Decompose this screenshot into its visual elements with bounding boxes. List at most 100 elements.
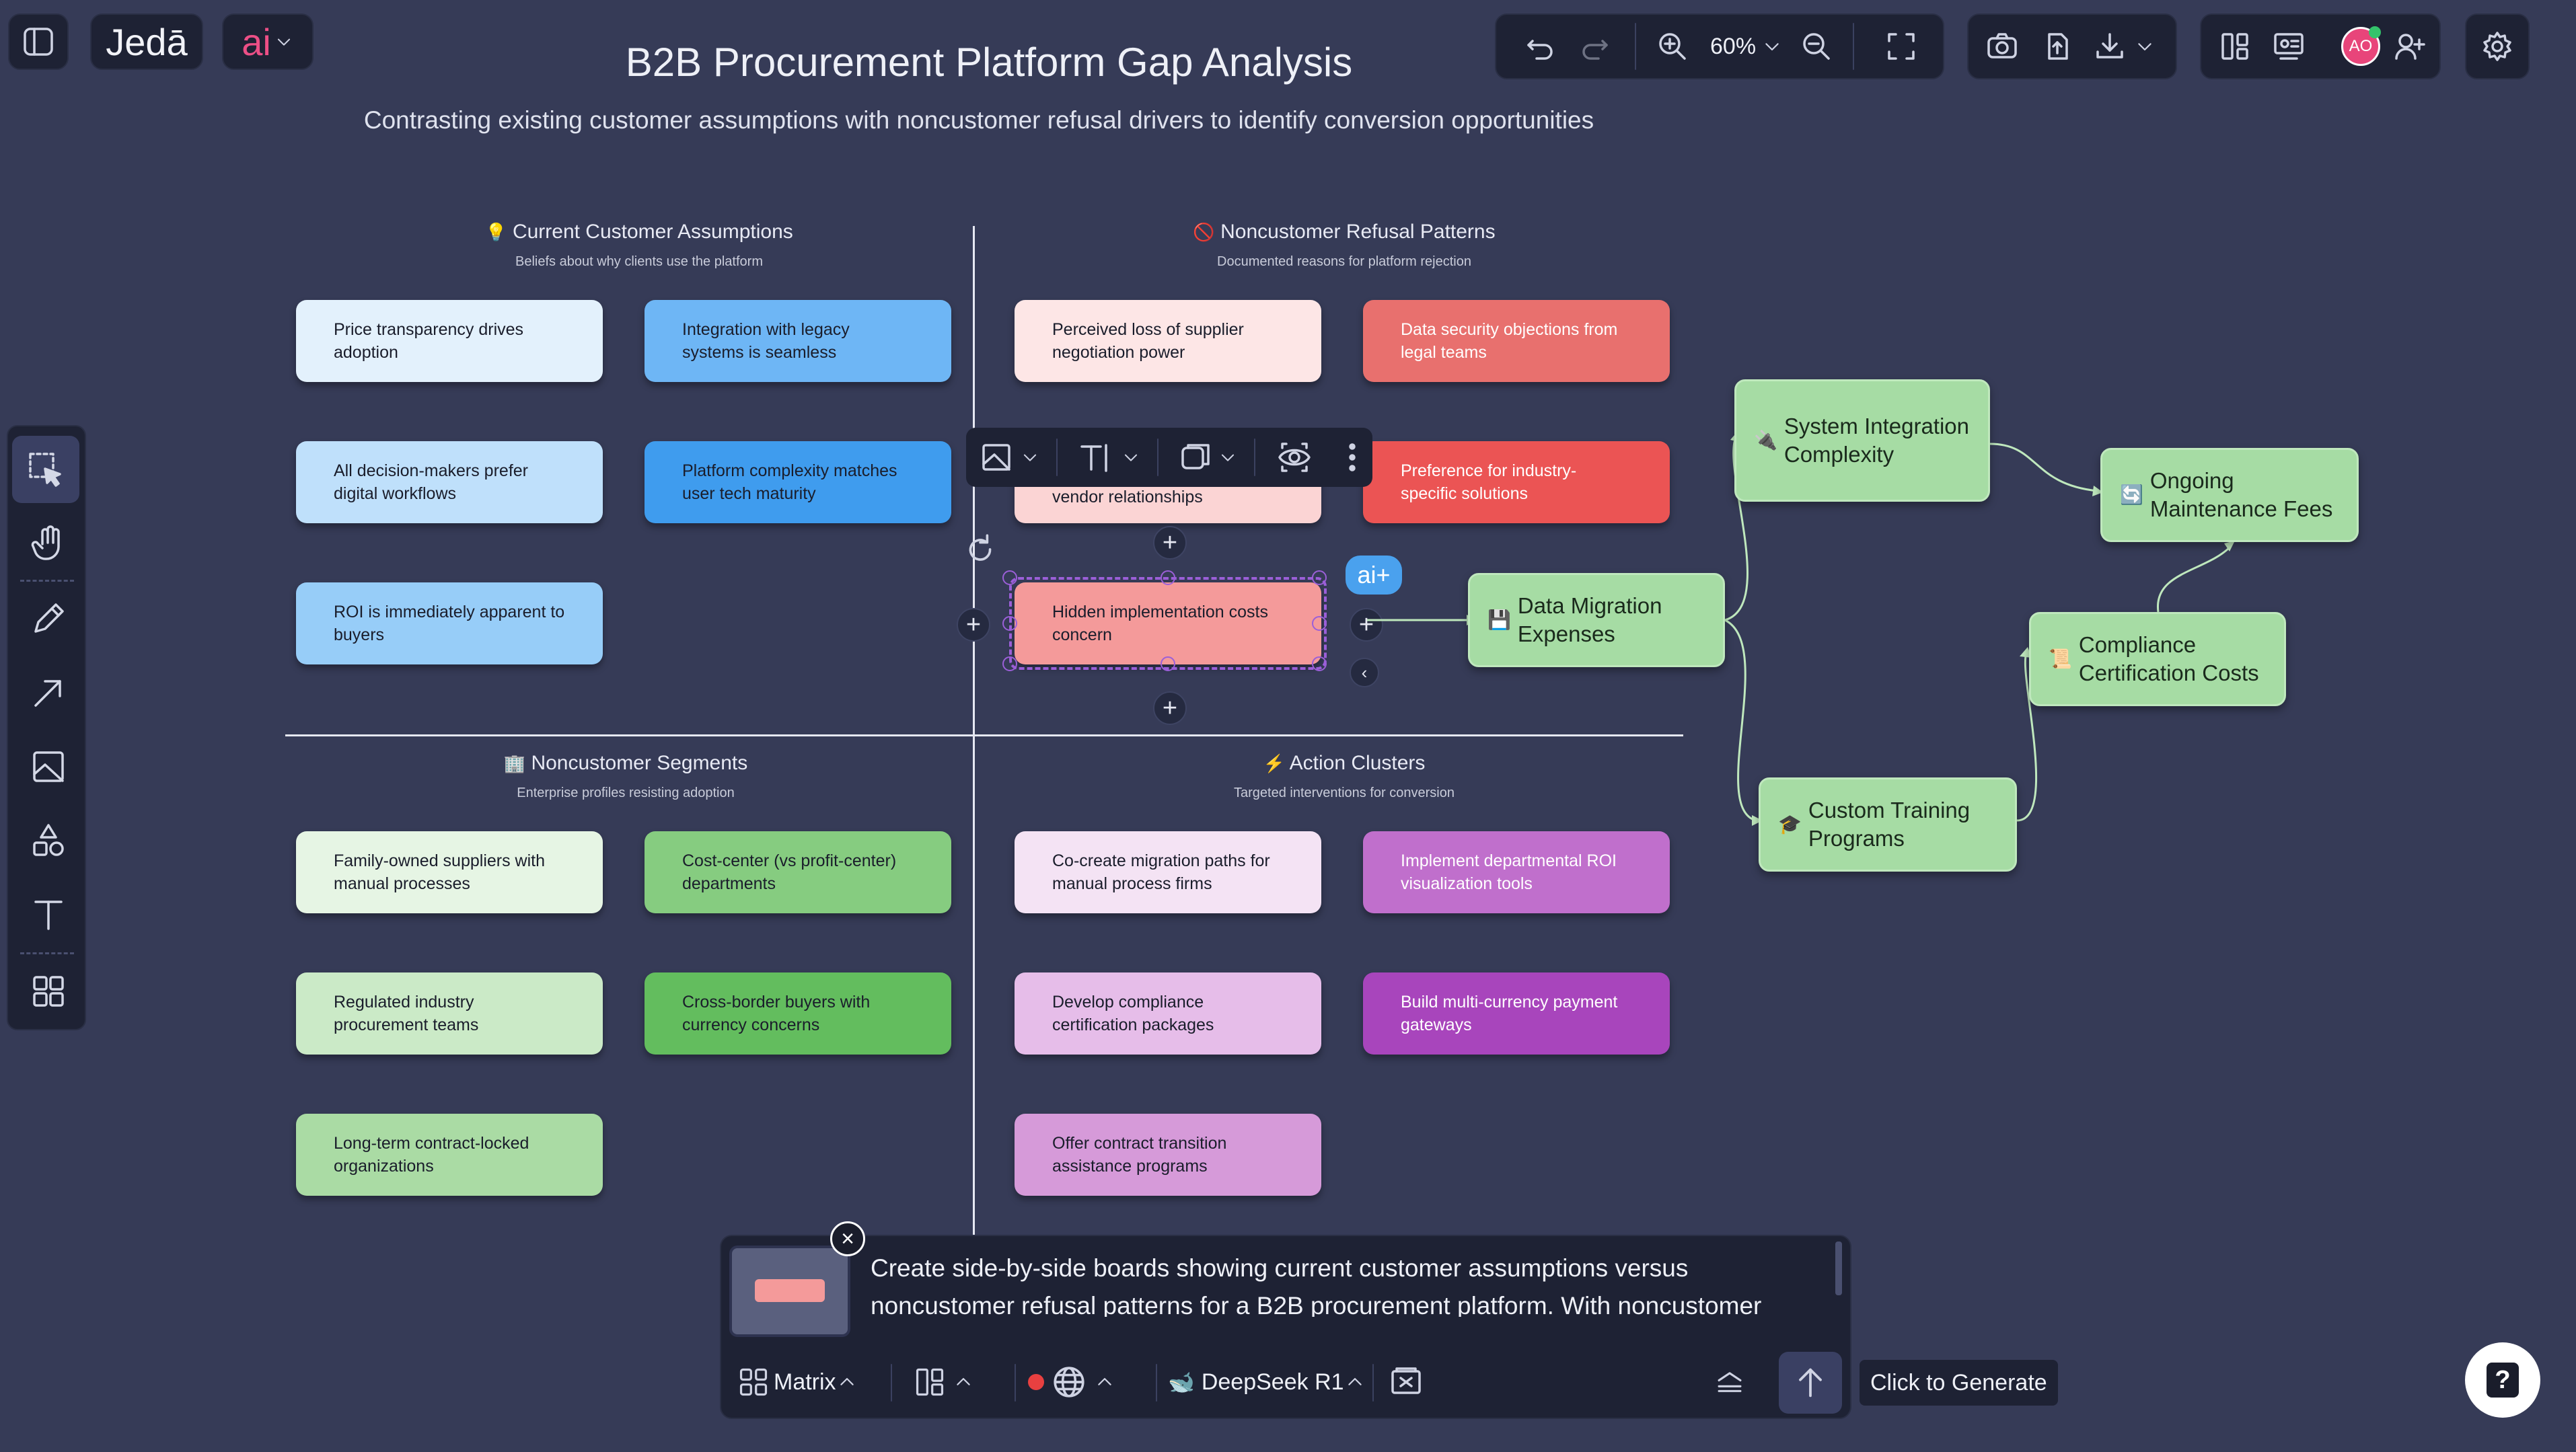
whale-icon: 🐋	[1168, 1370, 1195, 1394]
hand-tool[interactable]	[11, 510, 86, 577]
flow-node-custom-training[interactable]: 🎓 Custom Training Programs	[1759, 777, 2017, 872]
redo-icon[interactable]	[1577, 29, 1612, 64]
resize-handle[interactable]	[1002, 616, 1017, 631]
page-title: B2B Procurement Platform Gap Analysis	[625, 40, 1353, 85]
resize-handle[interactable]	[1312, 616, 1327, 631]
sticky-note[interactable]: Family-owned suppliers with manual proce…	[296, 831, 603, 913]
sticky-note[interactable]: Co-create migration paths for manual pro…	[1015, 831, 1321, 913]
help-icon: ?	[2487, 1363, 2519, 1398]
presentation-icon[interactable]	[2271, 29, 2306, 64]
arrow-tool[interactable]	[11, 659, 86, 726]
undo-icon[interactable]	[1523, 29, 1558, 64]
download-icon[interactable]	[2092, 29, 2127, 64]
logo[interactable]: Jedā	[90, 13, 203, 70]
flow-node-compliance[interactable]: 📜 Compliance Certification Costs	[2029, 612, 2286, 706]
text-format-icon[interactable]	[1078, 440, 1113, 475]
board-subtitle-segments: Enterprise profiles resisting adoption	[517, 786, 735, 800]
chevron-down-icon[interactable]	[2134, 36, 2156, 57]
board-subtitle-actions: Targeted interventions for conversion	[1234, 786, 1455, 800]
select-tool[interactable]	[12, 436, 79, 503]
flow-node-data-migration[interactable]: 💾 Data Migration Expenses	[1468, 573, 1725, 667]
stack-icon	[1714, 1367, 1745, 1398]
image-tool[interactable]	[11, 733, 86, 800]
sticky-note[interactable]: Implement departmental ROI visualization…	[1363, 831, 1670, 913]
resize-handle[interactable]	[1002, 656, 1017, 671]
resize-handle[interactable]	[1161, 656, 1175, 671]
more-options-icon[interactable]	[1335, 440, 1370, 475]
upload-icon[interactable]	[2040, 29, 2075, 64]
resize-handle[interactable]	[1312, 570, 1327, 585]
rotate-icon[interactable]	[962, 531, 998, 568]
chevron-down-icon[interactable]	[1121, 447, 1141, 467]
toolbar-divider	[1157, 438, 1158, 476]
expand-prompt-button[interactable]	[1714, 1364, 1745, 1402]
sticky-note[interactable]: Perceived loss of supplier negotiation p…	[1015, 300, 1321, 382]
add-node-bottom-button[interactable]: +	[1153, 691, 1187, 725]
collapse-button[interactable]: ‹	[1350, 658, 1379, 687]
plug-icon: 🔌	[1754, 430, 1777, 451]
sticky-note[interactable]: Platform complexity matches user tech ma…	[645, 441, 951, 523]
sticky-note[interactable]: All decision-makers prefer digital workf…	[296, 441, 603, 523]
shape-style-icon[interactable]	[1179, 440, 1214, 475]
sticky-note[interactable]: Offer contract transition assistance pro…	[1015, 1114, 1321, 1196]
chevron-down-icon[interactable]	[1020, 447, 1040, 467]
sticky-note[interactable]: Cross-border buyers with currency concer…	[645, 972, 951, 1055]
visibility-icon[interactable]	[1277, 440, 1312, 475]
sticky-note[interactable]: Regulated industry procurement teams	[296, 972, 603, 1055]
resize-handle[interactable]	[1002, 570, 1017, 585]
add-node-right-button[interactable]: +	[1350, 608, 1383, 642]
sticky-note[interactable]: Price transparency drives adoption	[296, 300, 603, 382]
sticky-note[interactable]: Data security objections from legal team…	[1363, 300, 1670, 382]
ai-plus-button[interactable]: ai+	[1346, 556, 1402, 595]
slides-button[interactable]	[1389, 1359, 1424, 1406]
zoom-in-icon[interactable]	[1655, 29, 1690, 64]
image-style-icon[interactable]	[980, 440, 1015, 475]
help-glyph: ?	[2495, 1365, 2511, 1394]
sticky-note[interactable]: Build multi-currency payment gateways	[1363, 972, 1670, 1055]
generate-button[interactable]	[1779, 1352, 1842, 1414]
zoom-level[interactable]: 60%	[1710, 33, 1757, 59]
resize-handle[interactable]	[1312, 656, 1327, 671]
sticky-note-selected[interactable]: Hidden implementation costs concern	[1015, 582, 1321, 664]
add-node-top-button[interactable]: +	[1153, 526, 1187, 560]
avatar[interactable]: AO	[2341, 26, 2381, 66]
prompt-input[interactable]: Create side-by-side boards showing curre…	[871, 1254, 1762, 1317]
mode-selector[interactable]: Matrix	[737, 1359, 858, 1406]
sticky-note[interactable]: Integration with legacy systems is seaml…	[645, 300, 951, 382]
add-node-left-button[interactable]: +	[957, 608, 990, 642]
pen-tool[interactable]	[11, 585, 86, 652]
help-button[interactable]: ?	[2465, 1342, 2540, 1418]
remove-thumbnail-button[interactable]: ×	[830, 1221, 865, 1256]
model-selector[interactable]: 🐋 DeepSeek R1	[1168, 1359, 1366, 1406]
tool-rail	[7, 425, 86, 1030]
chevron-down-icon[interactable]	[1218, 447, 1238, 467]
templates-tool[interactable]	[11, 958, 86, 1025]
lightning-icon: ⚡	[1263, 753, 1285, 773]
sticky-note[interactable]: Develop compliance certification package…	[1015, 972, 1321, 1055]
shapes-tool[interactable]	[11, 807, 86, 874]
flow-node-maintenance[interactable]: 🔄 Ongoing Maintenance Fees	[2100, 448, 2359, 542]
ai-plus-label: ai+	[1357, 561, 1391, 588]
sticky-note[interactable]: Preference for industry-specific solutio…	[1363, 441, 1670, 523]
sticky-note[interactable]: Cost-center (vs profit-center) departmen…	[645, 831, 951, 913]
prompt-scrollbar[interactable]	[1835, 1241, 1842, 1295]
resize-handle[interactable]	[1161, 570, 1175, 585]
fullscreen-icon[interactable]	[1884, 29, 1919, 64]
chevron-up-icon	[1344, 1371, 1366, 1393]
layout-selector[interactable]	[914, 1359, 974, 1406]
sticky-note[interactable]: ROI is immediately apparent to buyers	[296, 582, 603, 664]
text-tool[interactable]	[11, 881, 86, 948]
layout-icon[interactable]	[2217, 29, 2252, 64]
ai-menu-button[interactable]: ai	[222, 13, 314, 70]
add-user-icon[interactable]	[2392, 29, 2427, 64]
zoom-out-icon[interactable]	[1799, 29, 1834, 64]
chevron-down-icon[interactable]	[1761, 36, 1783, 57]
settings-button[interactable]	[2465, 13, 2530, 79]
camera-icon[interactable]	[1985, 29, 2020, 64]
sidebar-toggle-button[interactable]	[8, 13, 69, 70]
flow-node-system-integration[interactable]: 🔌 System Integration Complexity	[1734, 379, 1990, 502]
web-search-toggle[interactable]	[1028, 1359, 1115, 1406]
sticky-note[interactable]: Long-term contract-locked organizations	[296, 1114, 603, 1196]
prompt-thumbnail[interactable]	[729, 1246, 850, 1337]
online-status-dot	[2369, 26, 2381, 38]
